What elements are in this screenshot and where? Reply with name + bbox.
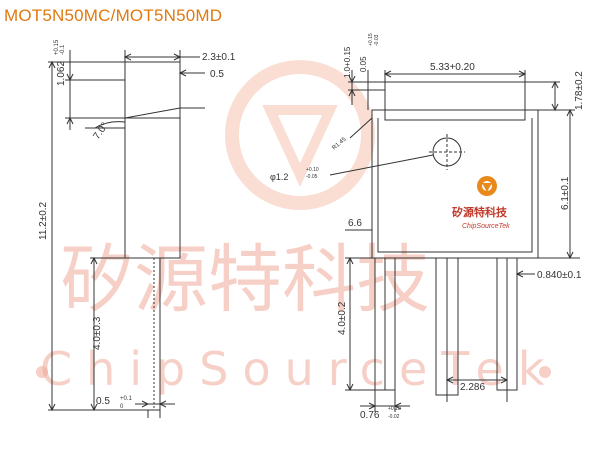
front-lead-length: 4.0±0.2 bbox=[337, 301, 348, 335]
front-hole-tol-minus: -0.05 bbox=[306, 174, 318, 180]
side-view bbox=[48, 50, 205, 418]
side-height-total: 11.2±0.2 bbox=[38, 201, 49, 240]
front-lead-base-tol-minus: -0.02 bbox=[388, 414, 400, 420]
watermark-logo bbox=[225, 60, 375, 210]
logo-en-text: ChipSourceTek bbox=[462, 223, 510, 230]
front-dim-top-b: 0.05 bbox=[359, 56, 368, 72]
side-tab-thickness-tol-minus: -0.1 bbox=[60, 44, 66, 55]
side-lead-length: 4.0±0.3 bbox=[92, 316, 103, 350]
front-dim-top-b-tol-minus: -0.03 bbox=[374, 34, 380, 46]
front-chamfer: R1.45 bbox=[331, 136, 348, 151]
front-lead-base-tol-plus: +0.10 bbox=[388, 406, 401, 412]
side-body-width: 2.3±0.1 bbox=[202, 52, 236, 63]
page-title: MOT5N50MC/MOT5N50MD bbox=[4, 6, 223, 25]
brand-logo bbox=[477, 176, 497, 196]
side-lead-thickness: 0.5 bbox=[96, 396, 110, 407]
front-width: 5.33+0.20 bbox=[430, 62, 475, 73]
front-hole-offset: 6.1±0.1 bbox=[560, 176, 571, 210]
side-body bbox=[124, 61, 181, 259]
front-tab-height: 1.78±0.2 bbox=[574, 71, 585, 110]
front-lead-base: 0.76 bbox=[360, 410, 380, 421]
front-body bbox=[371, 109, 539, 259]
watermark-dot-left bbox=[36, 366, 48, 378]
side-lead-thickness-tol-minus: 0 bbox=[120, 404, 124, 410]
logo-cn-text: 矽源特科技 bbox=[452, 205, 508, 219]
front-pitch: 2.286 bbox=[460, 382, 485, 393]
watermark-dot-right bbox=[539, 366, 551, 378]
front-view bbox=[329, 70, 580, 412]
front-tab bbox=[384, 81, 526, 111]
side-tab-thickness: 1.062 bbox=[56, 61, 67, 86]
side-angle: 7.0° bbox=[91, 121, 110, 142]
side-tab-thickness-tol-plus: +0.15 bbox=[54, 39, 60, 55]
watermark-cn: 矽源特科技 bbox=[60, 237, 430, 323]
front-hole-tol-plus: +0.10 bbox=[306, 167, 319, 173]
front-body-height: 6.6 bbox=[348, 218, 362, 229]
side-step: 0.5 bbox=[210, 69, 224, 80]
front-hole-dia: φ1.2 bbox=[270, 172, 288, 182]
front-lead-width: 0.840±0.1 bbox=[537, 270, 582, 281]
front-dim-top-b-tol-plus: +0.15 bbox=[368, 33, 374, 46]
front-dim-top-a: 1.0+0.15 bbox=[343, 46, 352, 78]
side-lead-thickness-tol-plus: +0.1 bbox=[120, 396, 133, 402]
watermark-en: ChipSourceTek bbox=[40, 342, 558, 396]
